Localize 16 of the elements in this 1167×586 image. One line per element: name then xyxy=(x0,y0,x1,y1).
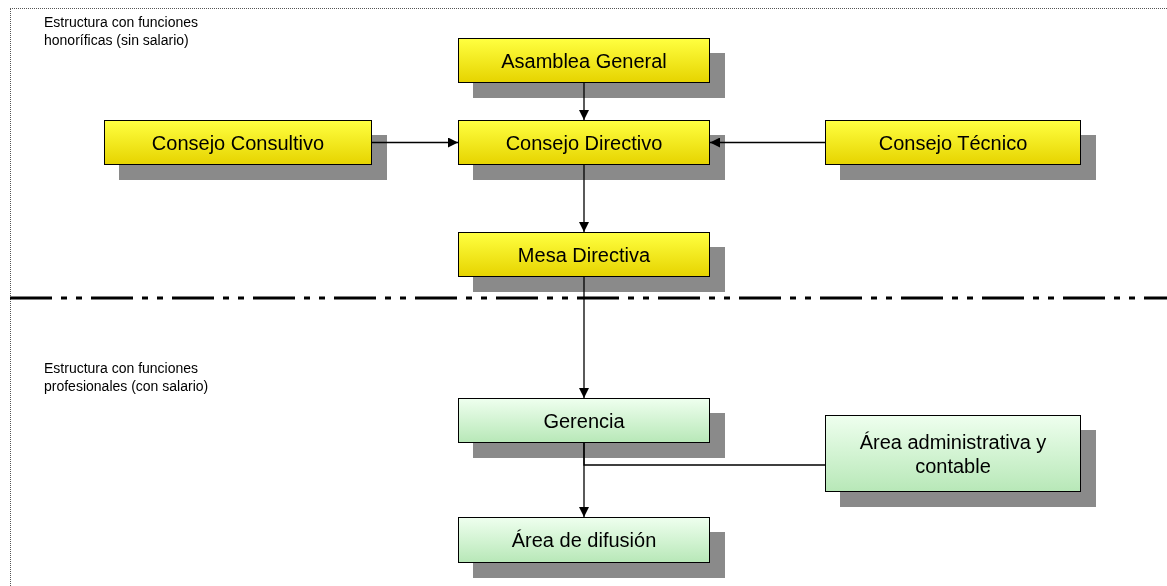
arrow xyxy=(371,137,459,148)
section-note: Estructura con funciones profesionales (con salario) xyxy=(44,360,210,395)
arrow xyxy=(709,137,826,148)
box-label: Mesa Directiva xyxy=(517,242,651,267)
box-label: Asamblea General xyxy=(501,48,667,73)
arrow xyxy=(579,164,589,233)
box-label: Área de difusión xyxy=(511,528,657,552)
arrow xyxy=(579,276,589,399)
box-label: Consejo Técnico xyxy=(878,130,1028,155)
section-note: Estructura con funciones honoríficas (sin salario) xyxy=(44,14,200,49)
box-label: Consejo Directivo xyxy=(505,130,663,155)
box-label: Gerencia xyxy=(543,408,625,433)
connector-line xyxy=(583,442,826,466)
arrow xyxy=(579,82,589,121)
box-label: Área administrativa y contable xyxy=(858,429,1048,478)
box-label: Consejo Consultivo xyxy=(151,130,325,155)
